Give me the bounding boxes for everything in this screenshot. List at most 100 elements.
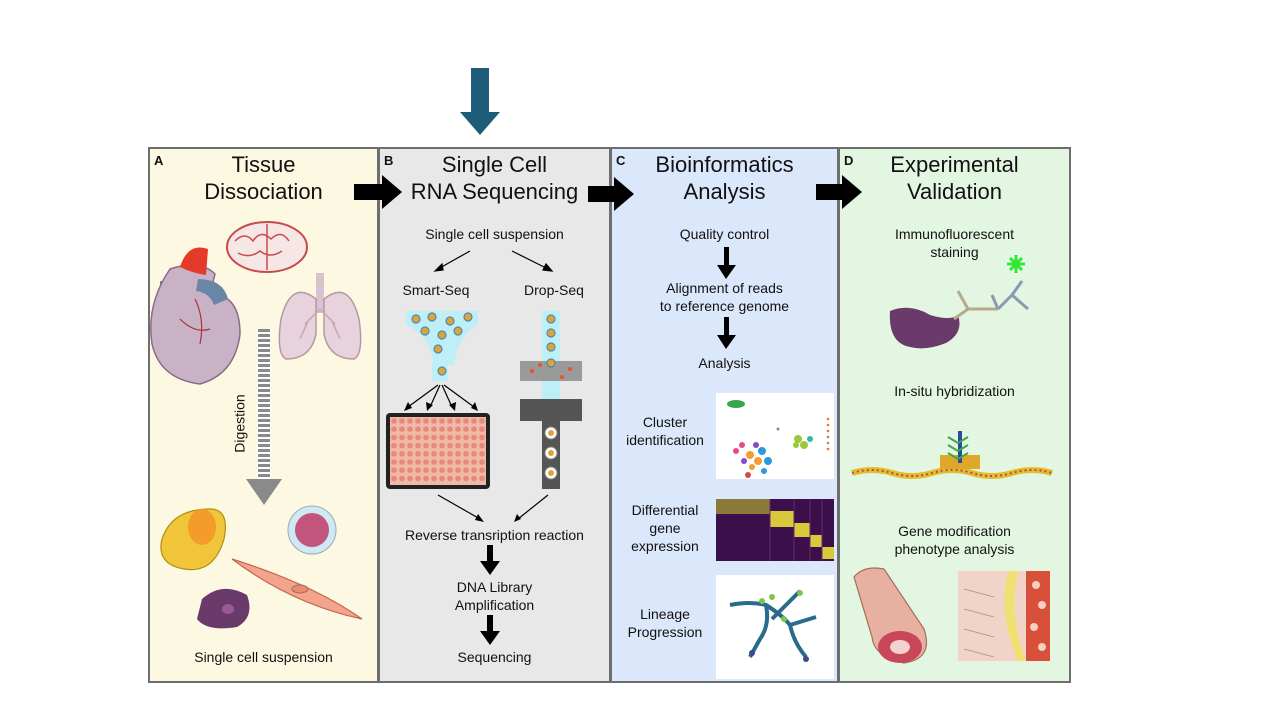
plate-well <box>463 418 469 424</box>
plate-well <box>407 418 413 424</box>
panel-single-cell-rna-seq: B Single Cell RNA Sequencing <box>378 147 611 683</box>
plate-well <box>479 442 485 449</box>
plate-well <box>439 451 445 457</box>
flow-arrows <box>480 545 500 645</box>
scrnaseq-illustrations <box>386 250 582 645</box>
plate-well <box>431 426 437 433</box>
plate-well <box>447 418 453 424</box>
panel-letter: C <box>616 153 626 168</box>
plate-well <box>471 442 477 449</box>
plate-well <box>431 434 437 441</box>
plate-well <box>391 426 397 433</box>
plate-well <box>431 459 437 465</box>
cells-icon <box>160 505 363 629</box>
plate-well <box>415 475 421 482</box>
plate-well <box>479 467 485 474</box>
antibody-staining-icon <box>889 255 1029 349</box>
immunofluorescent-label: Immunofluorescent staining <box>894 226 1015 260</box>
plate-well <box>407 451 413 457</box>
panel-bioinformatics: C Bioinformatics Analysis <box>610 147 839 683</box>
plate-well <box>471 426 477 433</box>
top-down-arrow <box>460 68 500 135</box>
drop-seq-chip <box>520 311 582 489</box>
plate-well <box>439 467 445 474</box>
digestion-label: Digestion <box>231 394 248 453</box>
plate-well <box>479 459 485 465</box>
plate-well <box>407 475 413 482</box>
plate-well <box>399 418 405 424</box>
panel-letter: D <box>844 153 854 168</box>
plate-well <box>479 426 485 433</box>
library-label: DNA Library Amplification <box>454 579 535 613</box>
plate-well <box>399 426 405 433</box>
plate-well <box>391 451 397 457</box>
plate-well <box>399 451 405 457</box>
plate-well <box>455 475 461 482</box>
plate-well <box>391 434 397 441</box>
suspension-label: Single cell suspension <box>425 226 564 242</box>
validation-illustrations <box>851 255 1053 664</box>
plate-well <box>431 475 437 482</box>
plate-well <box>415 426 421 433</box>
plate-well <box>407 459 413 465</box>
plate-well <box>423 434 429 441</box>
plate-well <box>391 467 397 474</box>
flow-arrows <box>717 247 736 349</box>
plate-well <box>455 442 461 449</box>
plate-well <box>391 418 397 424</box>
plate-well <box>455 418 461 424</box>
panel-title: Tissue Dissociation <box>204 152 323 204</box>
plate-well <box>423 426 429 433</box>
rt-reaction-label: Reverse transription reaction <box>405 527 584 543</box>
plate-well <box>471 418 477 424</box>
heart-icon <box>150 247 241 385</box>
plate-well <box>447 451 453 457</box>
plate-well <box>447 467 453 474</box>
plate-well <box>447 475 453 482</box>
plate-well <box>455 451 461 457</box>
plate-well <box>407 426 413 433</box>
plate-well <box>479 418 485 424</box>
tissue-illustrations <box>150 221 363 629</box>
plate-well <box>399 467 405 474</box>
plate-well <box>455 426 461 433</box>
plate-well <box>439 459 445 465</box>
quality-control-label: Quality control <box>679 226 770 242</box>
plate-well <box>415 467 421 474</box>
plate-well <box>431 442 437 449</box>
plate-well <box>463 426 469 433</box>
panel-title: Experimental Validation <box>890 152 1019 204</box>
in-situ-label: In-situ hybridization <box>894 383 1015 399</box>
lungs-icon <box>278 273 362 360</box>
plate-well <box>447 426 453 433</box>
digestion-arrow <box>246 329 282 505</box>
plate-well <box>463 467 469 474</box>
plate-well <box>423 451 429 457</box>
bioinformatics-illustrations <box>716 247 834 679</box>
panel-tissue-dissociation: A Tissue Dissociation <box>148 147 379 683</box>
plate-well <box>471 434 477 441</box>
plate-well <box>423 442 429 449</box>
plate-well <box>455 434 461 441</box>
plate-well <box>439 475 445 482</box>
vessel-tissue-icon <box>853 567 1050 664</box>
plate-well <box>415 459 421 465</box>
smart-seq-funnel <box>404 311 478 411</box>
plate-well <box>407 467 413 474</box>
plate-well <box>439 442 445 449</box>
plate-well <box>471 451 477 457</box>
plate-well <box>471 475 477 482</box>
plate-well <box>463 475 469 482</box>
plate-well <box>471 467 477 474</box>
analysis-label: Analysis <box>698 355 751 371</box>
panel-letter: A <box>154 153 164 168</box>
plate-well <box>463 459 469 465</box>
panel-letter: B <box>384 153 394 168</box>
plate-well <box>391 459 397 465</box>
alignment-label: Alignment of reads to reference genome <box>659 280 790 314</box>
panel-title: Bioinformatics Analysis <box>655 152 794 204</box>
single-cell-suspension-label: Single cell suspension <box>194 649 333 665</box>
cluster-identification-label: Cluster identification <box>626 414 704 448</box>
plate-well <box>415 434 421 441</box>
plate-well <box>479 451 485 457</box>
